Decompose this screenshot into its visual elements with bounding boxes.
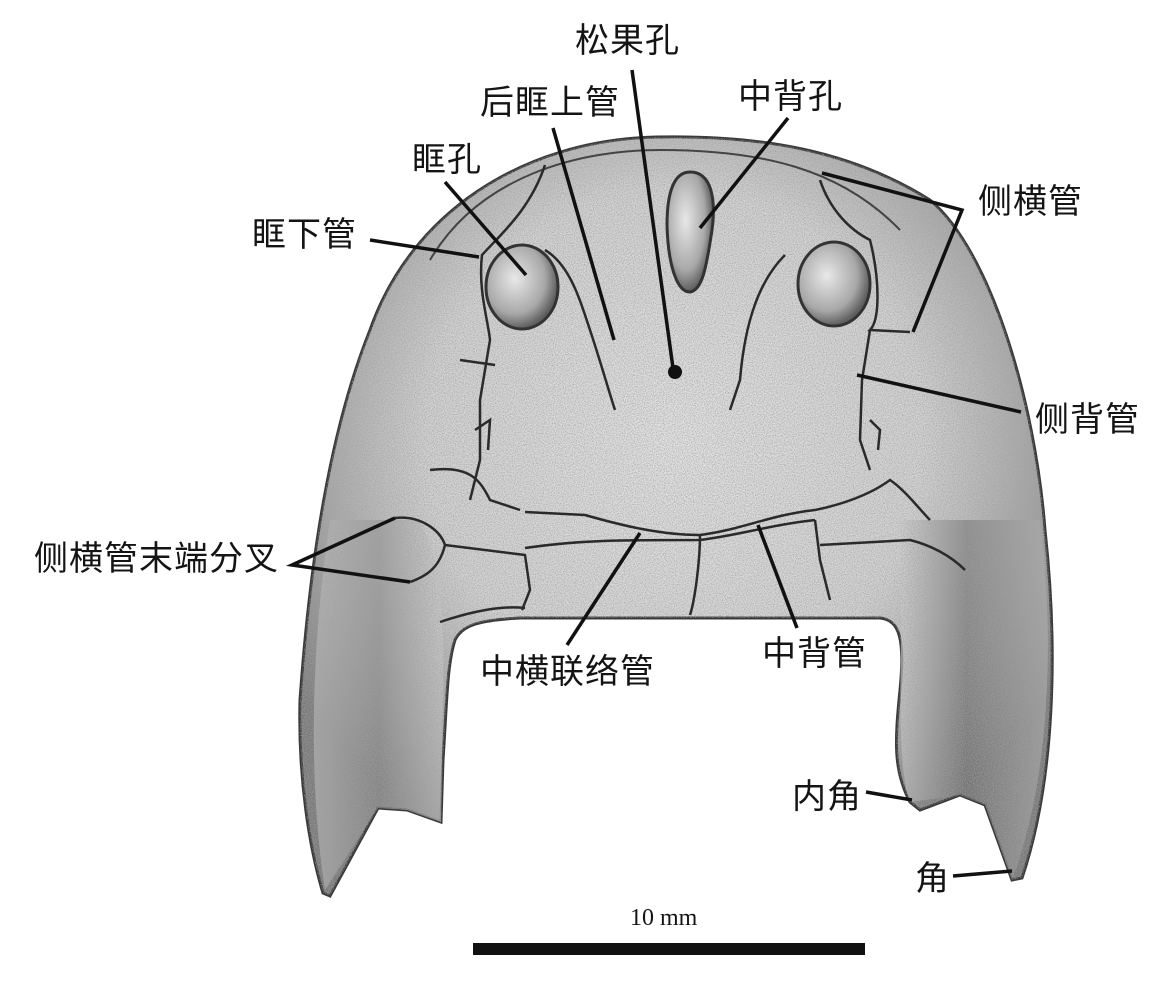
scale-bar-label: 10 mm <box>630 905 698 931</box>
right-orbit <box>796 240 872 328</box>
label-lateral-transverse-canal-bifurcation: 侧横管末端分叉 <box>34 539 279 579</box>
label-orbit: 眶孔 <box>412 140 482 180</box>
label-median-transverse-commissure: 中横联络管 <box>480 652 655 692</box>
label-lateral-transverse-canals: 侧横管 <box>978 182 1083 222</box>
label-pineal-foramen: 松果孔 <box>575 21 680 61</box>
shield-rim <box>429 148 901 261</box>
pineal-foramen <box>668 365 682 379</box>
label-inner-cornual-process: 内角 <box>792 777 862 817</box>
label-infraorbital-canal: 眶下管 <box>252 215 357 255</box>
sensory-canals <box>394 164 966 624</box>
label-median-dorsal-canal: 中背管 <box>762 634 867 674</box>
label-postorbital-supraorbital-canal: 后眶上管 <box>480 83 620 123</box>
label-cornual-process: 角 <box>915 859 950 899</box>
scale-bar <box>473 943 865 955</box>
left-orbit <box>484 243 560 331</box>
label-lateral-dorsal-canal: 侧背管 <box>1035 400 1140 440</box>
median-dorsal-opening <box>665 170 715 294</box>
label-median-dorsal-opening: 中背孔 <box>738 77 843 117</box>
leader-lines <box>285 69 1022 878</box>
